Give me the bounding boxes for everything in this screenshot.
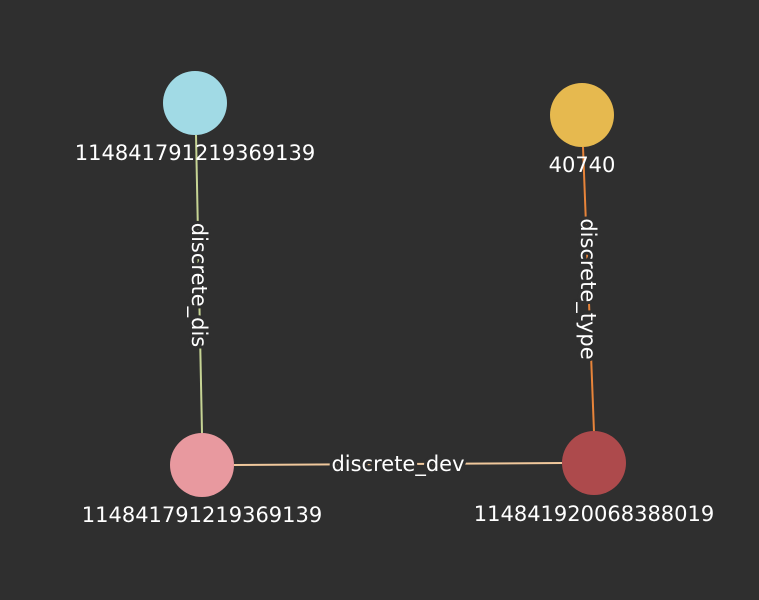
- graph-node[interactable]: 114841791219369139: [82, 433, 323, 527]
- edge-label: discrete_dev: [331, 452, 464, 477]
- node-label: 40740: [549, 153, 616, 177]
- node-circle[interactable]: [550, 83, 614, 147]
- node-label: 114841920068388019: [474, 502, 715, 526]
- edge-label: discrete_type: [575, 218, 600, 359]
- edge-line[interactable]: [582, 146, 595, 433]
- edge-line[interactable]: [233, 462, 563, 466]
- graph-node[interactable]: 114841791219369139: [75, 71, 316, 165]
- graph-edge-discrete-dis[interactable]: discrete_dis: [183, 134, 214, 434]
- graph-edge-discrete-dev[interactable]: discrete_dev: [233, 449, 563, 480]
- node-circle[interactable]: [163, 71, 227, 135]
- node-circle[interactable]: [170, 433, 234, 497]
- edge-label: discrete_dis: [186, 223, 211, 348]
- node-label: 114841791219369139: [75, 141, 316, 165]
- node-label: 114841791219369139: [82, 503, 323, 527]
- graph-node[interactable]: 40740: [549, 83, 616, 177]
- edge-line[interactable]: [195, 134, 203, 434]
- node-circle[interactable]: [562, 431, 626, 495]
- graph-node[interactable]: 114841920068388019: [474, 431, 715, 526]
- graph-edge-discrete-type[interactable]: discrete_type: [572, 146, 603, 433]
